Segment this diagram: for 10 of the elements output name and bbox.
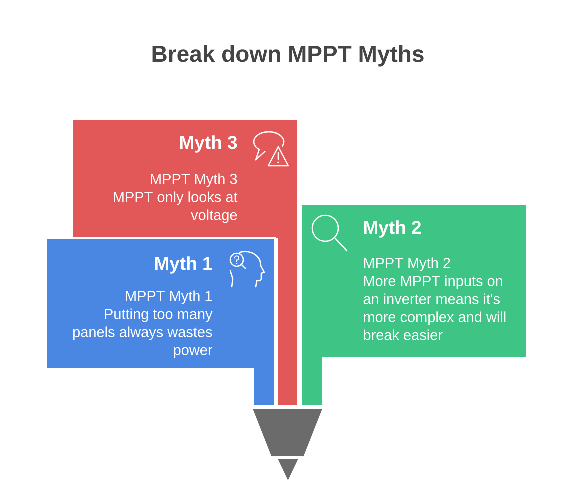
- card-text: Putting too many panels always wastes power: [74, 308, 213, 358]
- card-text: MPPT Myth 2: [364, 258, 450, 272]
- card-text: MPPT only looks at voltage: [114, 192, 238, 224]
- title: Break down MPPT Myths: [152, 45, 424, 67]
- card-title: Myth 1: [155, 256, 212, 274]
- card-title: Myth 3: [180, 136, 238, 153]
- card-text: More MPPT inputs on an inverter means it's more complex and will break easier: [364, 276, 506, 340]
- card-text: MPPT Myth 1: [126, 290, 212, 304]
- card-text: MPPT Myth 3: [151, 174, 238, 188]
- card-title: Myth 2: [364, 220, 422, 238]
